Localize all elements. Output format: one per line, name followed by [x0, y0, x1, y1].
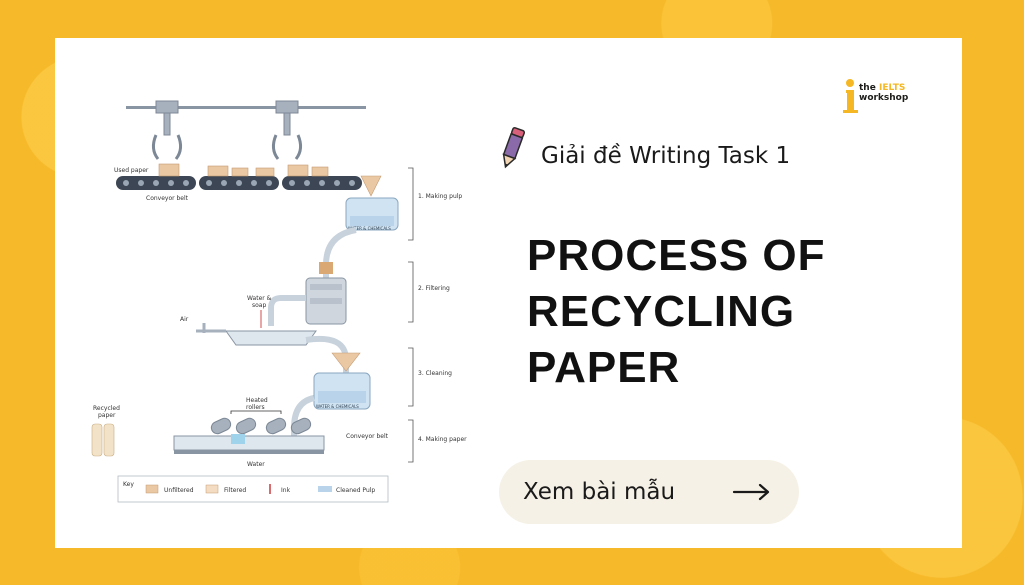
page-title: PROCESS OF RECYCLING PAPER — [527, 228, 947, 396]
filter-tank — [305, 277, 347, 325]
claw-left — [151, 100, 183, 160]
cleaning-tank: WATER & CHEMICALS — [313, 352, 371, 410]
subtitle-row: Giải đề Writing Task 1 — [497, 126, 857, 176]
key-cleaned-pulp: Cleaned Pulp — [336, 487, 375, 494]
label-water: Water — [247, 461, 265, 468]
conveyor-belt-top — [116, 176, 362, 190]
view-sample-label: Xem bài mẫu — [523, 479, 676, 505]
logo-line-2: workshop — [859, 93, 909, 103]
stage-1-label: 1. Making pulp — [418, 193, 462, 200]
label-recycled-1: Recycled — [93, 405, 120, 412]
washing-tray — [225, 330, 317, 346]
label-recycled-2: paper — [98, 412, 116, 419]
label-water-chemicals-2: WATER & CHEMICALS — [316, 404, 359, 409]
recycling-process-diagram: Used paper Conveyor belt WATER & CHEMICA… — [56, 48, 476, 518]
key-title: Key — [123, 481, 134, 488]
arrow-right-icon — [732, 483, 770, 501]
title-line-3: PAPER — [527, 343, 681, 392]
stage-2-label: 2. Filtering — [418, 285, 450, 292]
label-conveyor-belt-top: Conveyor belt — [146, 195, 189, 202]
stage-3-label: 3. Cleaning — [418, 370, 452, 377]
overhead-rail — [126, 106, 366, 109]
label-used-paper: Used paper — [114, 167, 149, 174]
key-unfiltered: Unfiltered — [164, 487, 194, 494]
pencil-icon — [502, 127, 526, 169]
label-water-soap-1: Water & — [247, 295, 272, 302]
key-ink: Ink — [281, 487, 291, 494]
title-line-1: PROCESS OF — [527, 231, 826, 280]
stage-brackets — [408, 167, 414, 463]
ielts-workshop-logo: the IELTS workshop — [842, 78, 922, 118]
label-water-chemicals-1: WATER & CHEMICALS — [348, 226, 391, 231]
logo-ielts: IELTS — [878, 83, 906, 93]
label-heated-2: rollers — [246, 404, 265, 411]
content-card — [55, 38, 962, 548]
title-line-2: RECYCLING — [527, 287, 796, 336]
used-paper-piles — [158, 163, 329, 177]
recycled-paper-rolls — [91, 423, 115, 457]
label-heated-1: Heated — [246, 397, 268, 404]
logo-the: the — [859, 83, 876, 93]
pulp-tank: WATER & CHEMICALS — [345, 175, 399, 231]
view-sample-button[interactable]: Xem bài mẫu — [499, 460, 799, 524]
logo-line-1: the IELTS — [859, 83, 908, 93]
label-water-soap-2: soap — [252, 302, 266, 309]
pipe-2 — [268, 295, 306, 326]
paper-machine — [173, 417, 325, 454]
label-conveyor-belt-bottom: Conveyor belt — [346, 433, 389, 440]
subtitle: Giải đề Writing Task 1 — [541, 143, 791, 169]
filter-cup — [319, 262, 333, 274]
logo-i-icon — [843, 79, 858, 113]
stage-4-label: 4. Making paper — [418, 436, 467, 443]
key-box — [117, 475, 389, 503]
label-air: Air — [180, 316, 189, 323]
claw-right — [271, 100, 303, 160]
key-filtered: Filtered — [224, 487, 246, 494]
